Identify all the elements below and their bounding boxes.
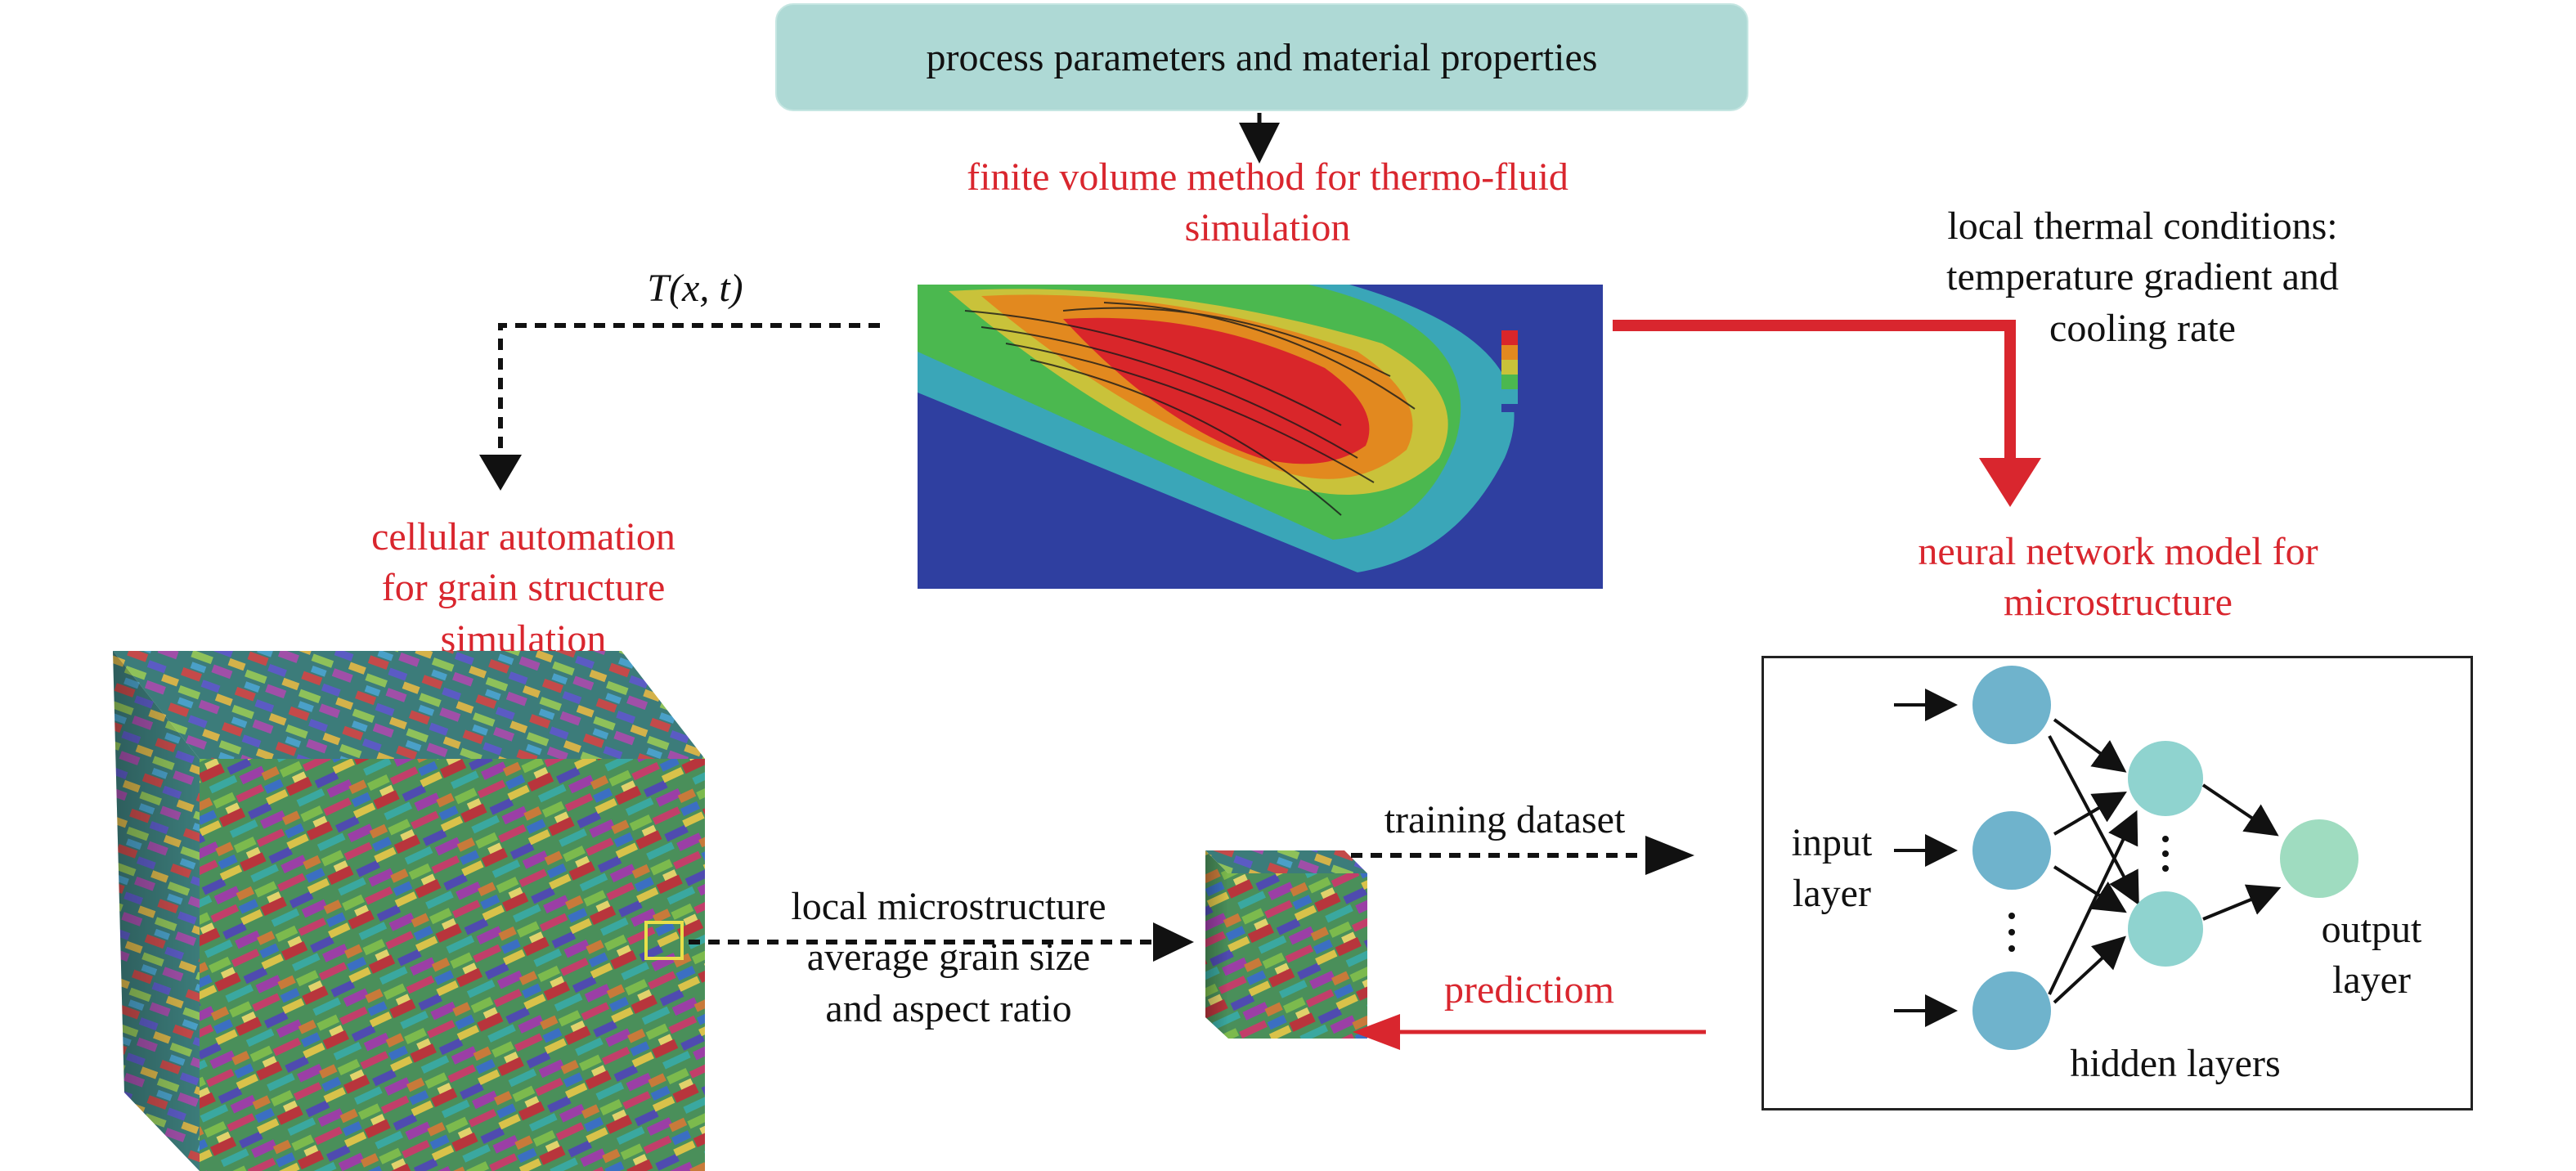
hidden-node-1 [2128, 741, 2203, 816]
nn-title-line2: microstructure [2004, 581, 2233, 625]
nn-title: neural network model for microstructure [1799, 527, 2437, 629]
arrow-temperature-to-ca [498, 323, 880, 479]
process-parameters-label: process parameters and material properti… [926, 35, 1598, 79]
thermal-conditions-line2: temperature gradient and [1946, 255, 2339, 299]
hidden-layers-label: hidden layers [2070, 1042, 2281, 1085]
thermal-conditions-line3: cooling rate [2049, 306, 2236, 350]
output-layer-line2: layer [2332, 958, 2411, 1003]
ca-title-line1: cellular automation [371, 515, 675, 559]
input-node-2 [1972, 811, 2051, 890]
hidden-node-2 [2128, 891, 2203, 967]
output-node [2280, 819, 2358, 898]
fvm-title-line2: simulation [1184, 206, 1351, 250]
thermal-conditions-label: local thermal conditions: temperature gr… [1840, 201, 2445, 354]
input-layer-line2: layer [1793, 872, 1871, 916]
nn-ellipsis-dots [2008, 836, 2169, 952]
local-microstructure-line1: local microstructure [791, 885, 1106, 928]
temperature-field-label: T(x, t) [647, 267, 743, 310]
microstructure-cube [1205, 850, 1367, 1039]
input-layer-line1: input [1791, 821, 1873, 864]
local-region-marker [644, 921, 684, 960]
output-layer-line1: output [2321, 908, 2422, 951]
grain-structure-block [113, 651, 705, 1171]
prediction-label: predictiom [1444, 968, 1614, 1012]
input-node-3 [1972, 971, 2051, 1050]
nn-title-line1: neural network model for [1918, 530, 2318, 573]
input-node-1 [1972, 666, 2051, 744]
process-parameters-box: process parameters and material properti… [775, 3, 1748, 111]
thermal-conditions-line1: local thermal conditions: [1947, 204, 2338, 248]
ca-title-line2: for grain structure [381, 566, 666, 610]
training-dataset-label: training dataset [1384, 798, 1626, 841]
neural-network-diagram [1894, 689, 2282, 1027]
ca-title: cellular automation for grain structure … [278, 512, 769, 665]
nn-nodes [1972, 666, 2358, 1050]
local-microstructure-line3: and aspect ratio [825, 986, 1072, 1030]
neural-network-box [1761, 656, 2473, 1110]
thermo-fluid-simulation-image [918, 285, 1603, 589]
output-layer-label: output layer [2298, 904, 2445, 1007]
arrow-thermal-to-nn [1613, 320, 2016, 469]
input-layer-label: input layer [1766, 818, 1897, 920]
